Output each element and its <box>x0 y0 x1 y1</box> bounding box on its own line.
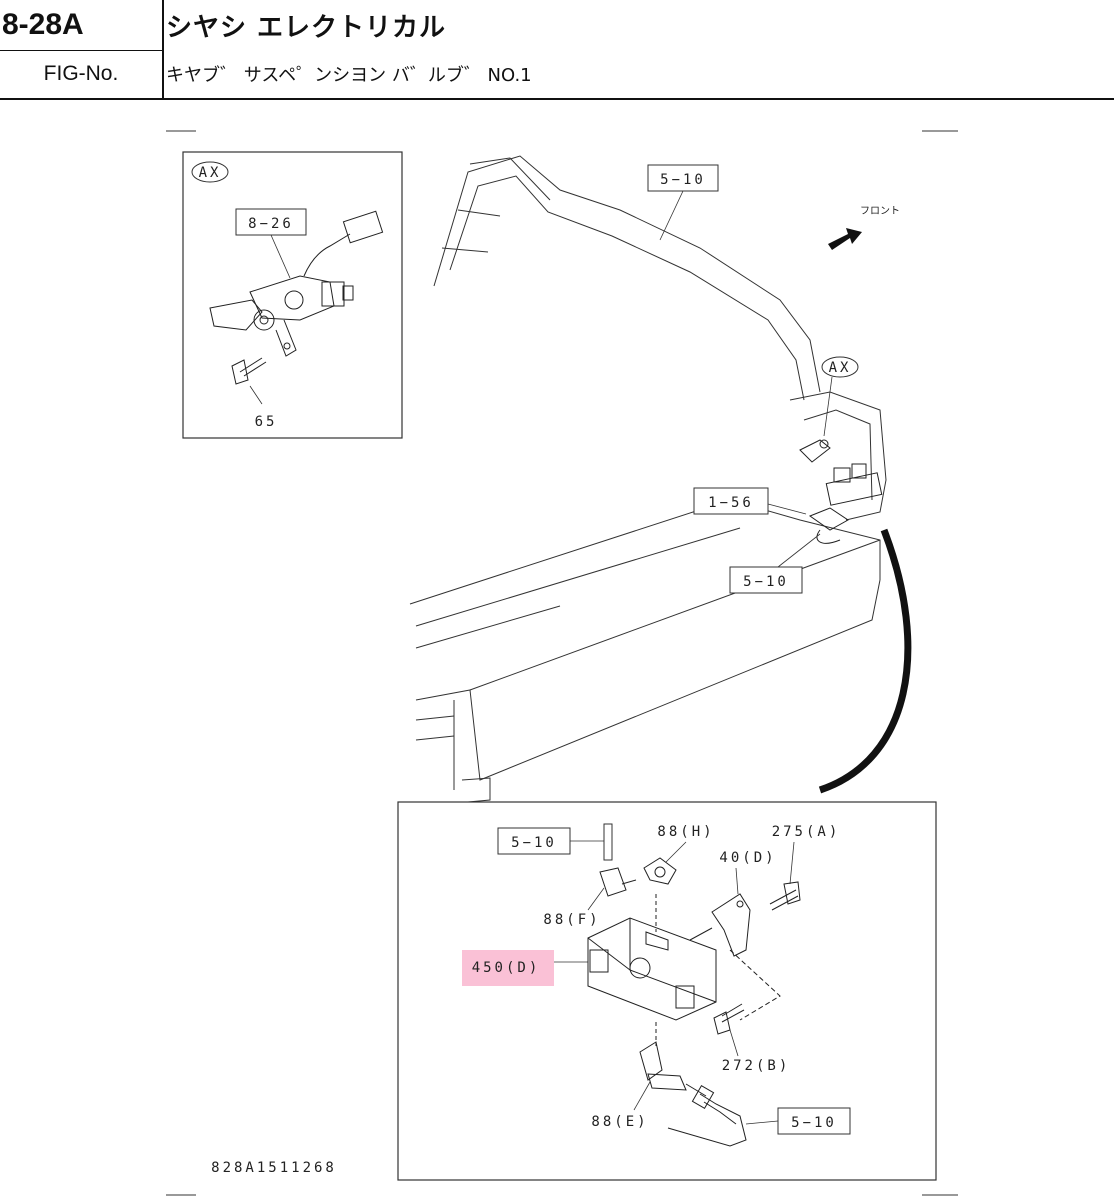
front-arrow-icon <box>828 228 862 250</box>
detail-ax-tag: AX <box>199 165 222 181</box>
fig-number: 8-28A <box>2 8 84 41</box>
hose-stub-drawing <box>603 823 613 861</box>
detail-callout-5-10-top: 5−10 <box>511 835 557 851</box>
height-sensor-valve <box>209 210 384 357</box>
detail-callout-88f: 88(F) <box>543 912 600 928</box>
fig-label: FIG-No. <box>43 62 119 85</box>
valve-cluster-drawing <box>799 439 883 544</box>
detail-ax-callout-8-26: 8−26 <box>248 216 294 232</box>
chassis-frame-drawing <box>409 155 887 803</box>
detail-callout-272b: 272(B) <box>722 1058 791 1074</box>
fig-title: シヤシ エレクトリカル <box>166 12 447 43</box>
detail-callout-88e: 88(E) <box>591 1114 648 1130</box>
bolt-65-drawing <box>231 357 267 385</box>
detail-valve-panel: 5−10 88(H) 275(A) 40(D) 88(F) 450(D) 272… <box>397 801 937 1181</box>
main-callout-5-10-lower: 5−10 <box>743 574 789 590</box>
detail-callout-40d: 40(D) <box>719 850 776 866</box>
figure-header: 8-28A シヤシ エレクトリカル FIG-No. キヤブ゛ サスペ゜ンシヨン … <box>0 0 1114 100</box>
front-label: フロント <box>860 206 900 217</box>
main-ax-tag: AX <box>829 360 852 376</box>
drawing-number: 828A1511268 <box>211 1160 337 1176</box>
detail-callout-275a: 275(A) <box>772 824 841 840</box>
suspension-valve-drawing <box>587 857 801 1147</box>
part-highlight <box>462 950 554 986</box>
detail-callout-450d: 450(D) <box>472 960 541 976</box>
main-callout-5-10-top: 5−10 <box>660 172 706 188</box>
detail-callout-5-10-bottom: 5−10 <box>791 1115 837 1131</box>
detail-ax-panel: AX 8−26 65 <box>182 151 403 439</box>
fig-subtitle: キヤブ゛ サスペ゜ンシヨン バ゛ルブ゛ NO.1 <box>166 65 532 86</box>
detail-callout-88h: 88(H) <box>657 824 714 840</box>
main-callout-1-56: 1−56 <box>708 495 754 511</box>
detail-leader-arrow <box>818 528 912 794</box>
detail-ax-callout-65: 65 <box>255 414 278 430</box>
